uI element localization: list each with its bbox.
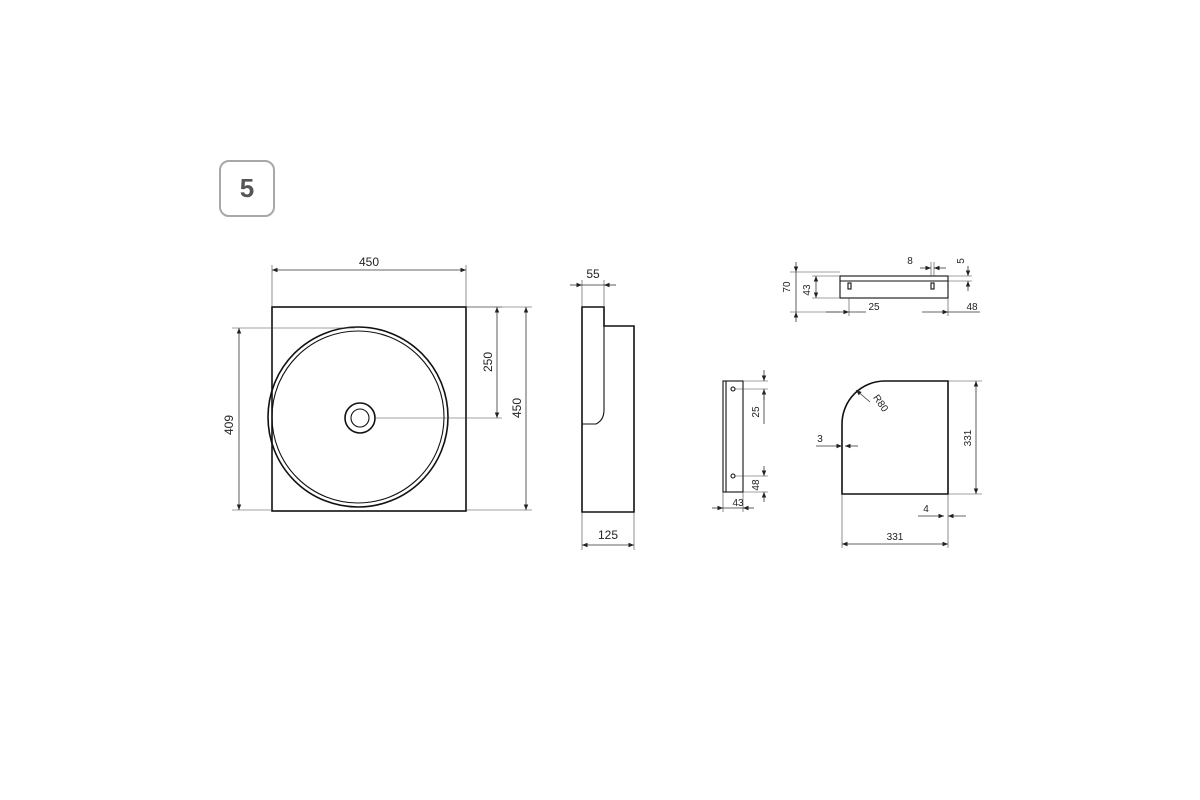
side-bracket-hole-top: [730, 386, 736, 392]
dim-height-70: 70: [782, 281, 793, 293]
shelf-view: R80 331 3 4 331: [816, 380, 982, 548]
dim-shelf-width-331: 331: [887, 532, 904, 543]
basin-outline: [271, 306, 467, 512]
side-profile: [581, 306, 635, 513]
dim-drain-250: 250: [481, 352, 495, 372]
figure-number-badge: 5: [219, 160, 275, 217]
dim-bottom-4: 4: [923, 504, 929, 515]
dim-radius-r80: R80: [870, 393, 890, 415]
dim-slot-8: 8: [907, 256, 913, 267]
drain-inner: [350, 408, 370, 428]
dim-height-43: 43: [802, 284, 813, 296]
dim-hole-25: 25: [868, 302, 880, 313]
dim-height-450: 450: [510, 398, 524, 418]
side-bracket-body: [722, 380, 744, 493]
dim-side-43: 43: [732, 498, 744, 509]
bowl-outer: [267, 326, 449, 508]
top-bracket-view: 70 43 25 8 5 48: [782, 256, 980, 322]
dim-left-3: 3: [817, 434, 823, 445]
dim-side-25: 25: [751, 406, 762, 418]
dim-shelf-height-331: 331: [963, 429, 974, 446]
bracket-hole-right: [930, 282, 935, 290]
bowl-inner: [271, 330, 445, 504]
dim-height-409: 409: [222, 415, 236, 435]
bracket-hole-left: [847, 282, 852, 290]
dim-total-depth-125: 125: [598, 528, 618, 542]
side-view: 55 125: [570, 267, 635, 550]
front-view: 450 409 250 450: [222, 255, 532, 512]
drain-outer: [344, 402, 376, 434]
dim-side-48: 48: [751, 479, 762, 491]
figure-number: 5: [239, 173, 255, 203]
side-bracket-view: 25 48 43: [712, 370, 768, 512]
bracket-plate: [839, 275, 949, 299]
shelf-outline: [841, 380, 949, 495]
dim-right-48: 48: [966, 302, 978, 313]
dim-width-450: 450: [359, 255, 379, 269]
side-bracket-hole-bottom: [730, 473, 736, 479]
dim-edge-5: 5: [956, 258, 967, 264]
dim-top-depth-55: 55: [586, 267, 600, 281]
